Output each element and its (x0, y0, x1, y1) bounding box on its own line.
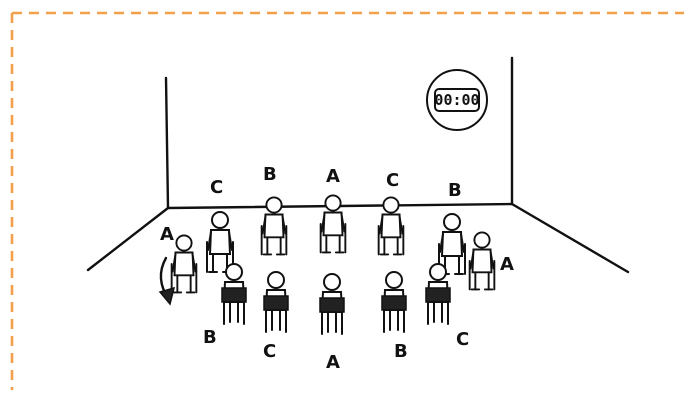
label-left: A (160, 224, 174, 245)
label-right: A (500, 254, 514, 275)
person-front-center-left (264, 272, 288, 332)
label-back-left: C (210, 177, 223, 198)
person-back-left (207, 212, 233, 272)
person-back-center (321, 195, 346, 252)
person-front-center (320, 274, 344, 334)
label-back-center-left: B (263, 164, 277, 185)
person-front-left (222, 264, 246, 324)
person-front-right (426, 264, 450, 324)
person-right (470, 232, 495, 289)
wall-clock-icon: 00:00 (427, 70, 487, 130)
label-front-center-right: B (394, 341, 408, 362)
label-front-left: B (203, 327, 217, 348)
person-front-center-right (382, 272, 406, 332)
label-front-center-left: C (263, 341, 276, 362)
label-back-right: B (448, 180, 462, 201)
person-left (172, 235, 197, 292)
label-back-center: A (326, 166, 340, 187)
label-back-center-right: C (386, 170, 399, 191)
label-front-right: C (456, 329, 469, 350)
dashed-frame (12, 13, 684, 390)
label-front-center: A (326, 352, 340, 373)
front-row-seated-people (222, 264, 450, 334)
clock-time: 00:00 (434, 91, 479, 109)
